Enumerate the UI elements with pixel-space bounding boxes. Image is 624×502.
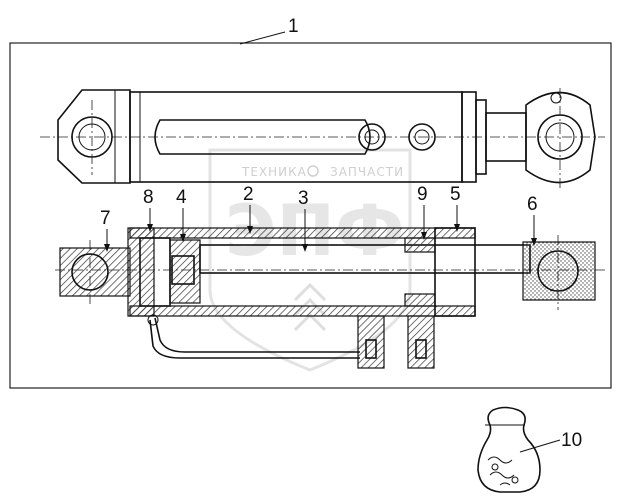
callout-9: 9 [417, 184, 428, 240]
callout-5: 5 [450, 184, 461, 232]
callout-2: 2 [243, 184, 254, 234]
callout-label-3: 3 [298, 188, 309, 209]
diagram-frame [9, 42, 612, 389]
callout-6: 6 [527, 194, 538, 246]
callout-3: 3 [298, 188, 309, 252]
callout-label-4: 4 [176, 187, 187, 208]
callout-label-9: 9 [417, 184, 428, 205]
callout-label-6: 6 [527, 194, 538, 215]
gear-icon [307, 165, 319, 177]
callout-7: 7 [100, 208, 111, 252]
callout-1: 1 [239, 16, 299, 45]
watermark-text-right: ЗАПЧАСТИ [330, 165, 404, 179]
section-view [55, 227, 605, 369]
callout-label-8: 8 [143, 187, 154, 208]
callout-label-1: 1 [288, 16, 299, 37]
hardware-bag: 10 [477, 406, 582, 493]
callout-label-10: 10 [561, 430, 582, 451]
callout-label-7: 7 [100, 208, 111, 229]
watermark-text-left: ТЕХНИКА [241, 165, 307, 179]
callout-label-5: 5 [450, 184, 461, 205]
callout-4: 4 [176, 187, 187, 242]
assembled-view [40, 88, 605, 190]
callout-label-2: 2 [243, 184, 254, 205]
callout-8: 8 [143, 187, 154, 232]
